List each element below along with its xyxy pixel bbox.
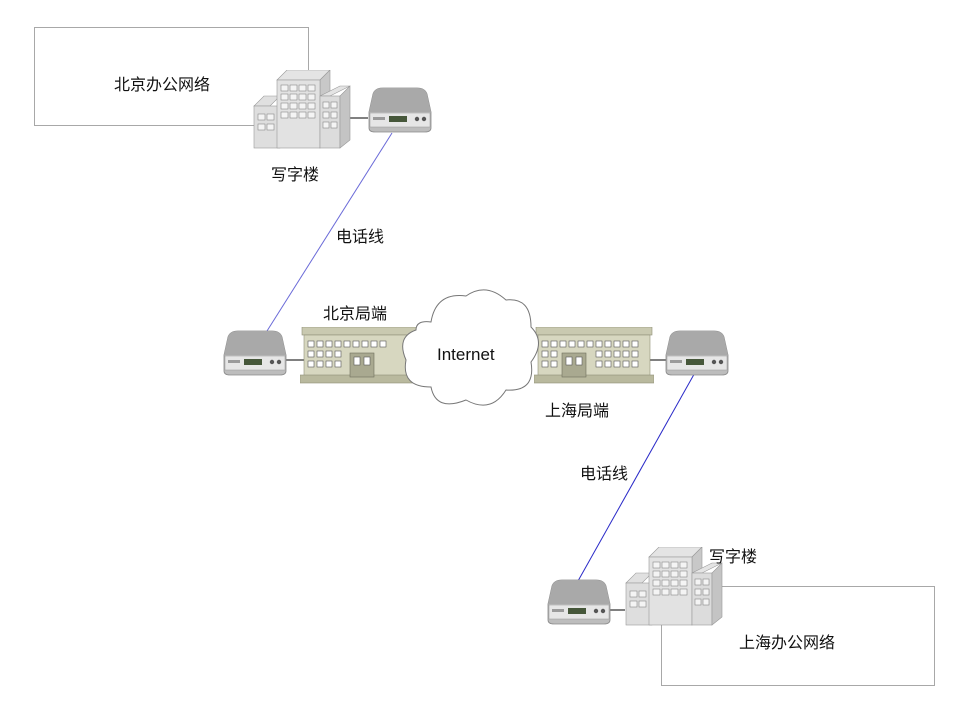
office-building-icon bbox=[625, 547, 723, 626]
beijing-phone-line bbox=[266, 132, 393, 332]
office-building-icon bbox=[253, 70, 351, 149]
shanghai-phone-line bbox=[577, 368, 698, 582]
beijing-central-office-label: 北京局端 bbox=[323, 304, 388, 323]
shanghai-central-office-icon bbox=[534, 327, 654, 384]
shanghai-co-modem-icon bbox=[665, 330, 729, 376]
beijing-office-building-label: 写字楼 bbox=[271, 165, 320, 184]
shanghai-phone-line-label: 电话线 bbox=[580, 464, 629, 483]
shanghai-central-office-label: 上海局端 bbox=[545, 401, 610, 420]
shanghai-office-modem-icon bbox=[547, 579, 611, 625]
internet-label: Internet bbox=[437, 345, 495, 364]
beijing-phone-line-label: 电话线 bbox=[336, 227, 385, 246]
internet-cloud-icon bbox=[402, 289, 539, 406]
beijing-co-modem-icon bbox=[223, 330, 287, 376]
shanghai-office-network-label: 上海办公网络 bbox=[739, 633, 836, 652]
shanghai-office-building-label: 写字楼 bbox=[709, 547, 758, 566]
beijing-central-office-icon bbox=[300, 327, 420, 384]
beijing-office-network-label: 北京办公网络 bbox=[114, 75, 211, 94]
beijing-office-modem-icon bbox=[368, 87, 432, 133]
